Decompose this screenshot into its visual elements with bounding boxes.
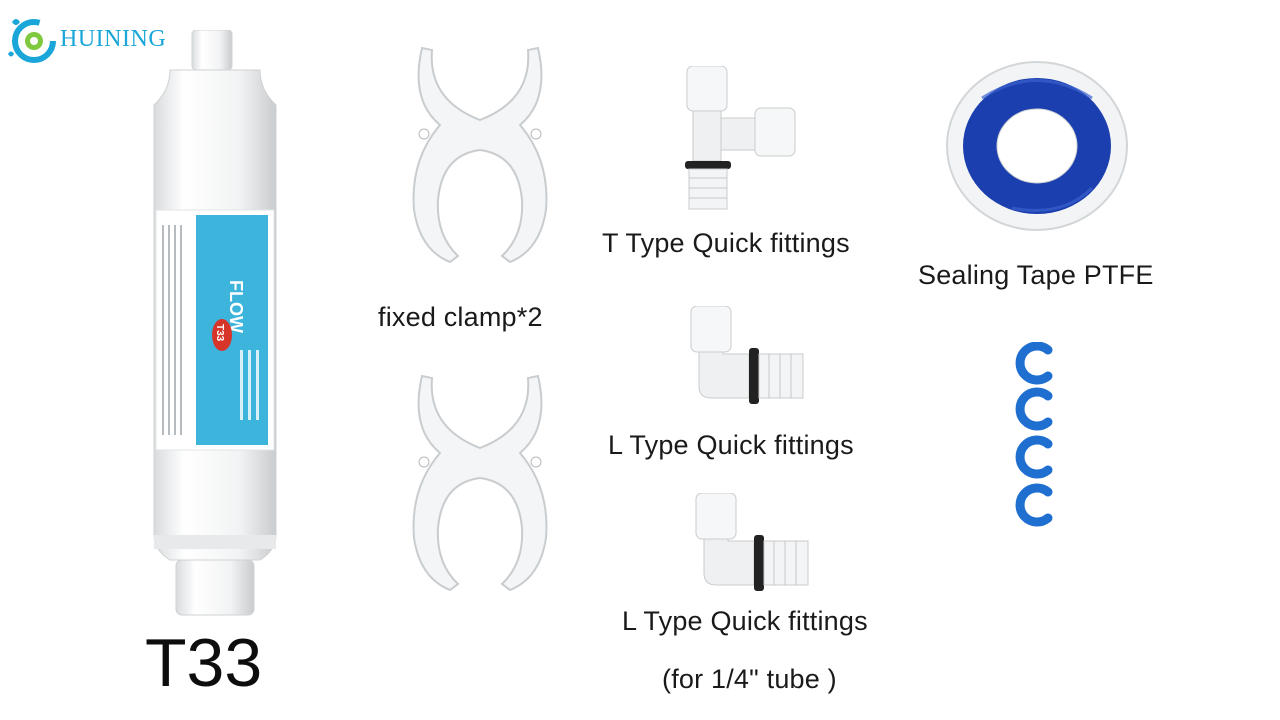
fixed-clamp-top-image — [412, 46, 548, 264]
tape-label: Sealing Tape PTFE — [918, 260, 1154, 290]
inline-filter-image: FLOW T33 — [153, 30, 277, 616]
l-fitting-label: L Type Quick fittings — [608, 430, 854, 460]
model-title: T33 — [145, 625, 263, 701]
t-fitting-label: T Type Quick fittings — [602, 228, 850, 258]
clamp-label: fixed clamp*2 — [378, 302, 543, 332]
fixed-clamp-bottom-image — [412, 374, 548, 592]
t-fitting-image — [685, 66, 796, 210]
blue-c-clips-image — [1015, 342, 1053, 527]
brand-logo: HUINING — [4, 14, 174, 68]
l-fitting-quarter-tube-image — [695, 493, 809, 591]
filter-flow-text: FLOW — [226, 280, 246, 333]
c-clip-2-icon — [1015, 387, 1053, 431]
tube-size-note: (for 1/4" tube ) — [662, 664, 837, 694]
ptfe-tape-image — [946, 61, 1128, 231]
c-clip-1-icon — [1015, 342, 1053, 385]
c-clip-4-icon — [1015, 483, 1053, 527]
l-fitting-image — [690, 306, 804, 404]
filter-badge-text: T33 — [214, 324, 225, 342]
filter-badge — [212, 319, 232, 351]
brand-name: HUINING — [60, 26, 167, 52]
l-fitting-2-label: L Type Quick fittings — [622, 606, 868, 636]
c-clip-3-icon — [1015, 435, 1053, 479]
brand-logo-icon — [8, 19, 56, 63]
